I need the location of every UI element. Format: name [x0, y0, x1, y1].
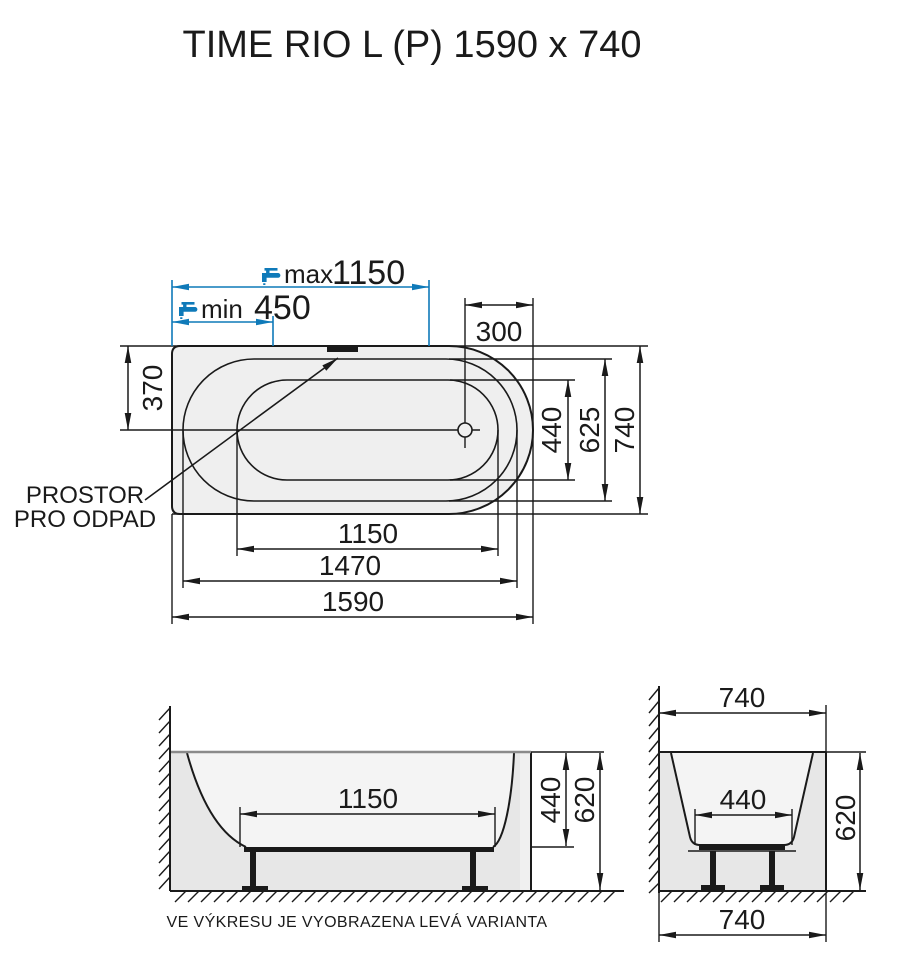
front-dimension-lines — [240, 753, 604, 890]
dim-overall-width-plan: 740 — [609, 407, 640, 454]
tub-basin-left-curve — [186, 752, 247, 848]
foot-left-side — [701, 885, 725, 891]
leg-left-side — [710, 851, 716, 885]
tub-rim-edge-front — [520, 753, 531, 890]
dim-inner-length-plan: 1470 — [319, 550, 381, 581]
faucet-icon-max — [262, 268, 281, 285]
dim-overall-width-bottom-side: 740 — [719, 904, 766, 935]
wall-hatch-front — [158, 707, 171, 890]
leg-left-front — [250, 852, 256, 886]
dim-height-front: 620 — [569, 777, 600, 824]
page-title: TIME RIO L (P) 1590 x 740 — [183, 24, 642, 66]
plan-extension-lines — [120, 298, 648, 624]
faucet-min-label: min — [201, 294, 243, 324]
foot-right-side — [760, 885, 784, 891]
waste-space-block — [327, 346, 358, 352]
floor-hatch-front — [174, 890, 616, 903]
dim-basin-length-front: 1150 — [338, 783, 398, 814]
tub-basin-front — [187, 753, 514, 847]
dim-depth-front: 440 — [535, 777, 566, 824]
dim-overall-length-plan: 1590 — [322, 586, 384, 617]
plan-view: PROSTOR PRO ODPAD 300 370 440 625 740 11… — [14, 254, 648, 624]
dim-inner-width-plan: 625 — [574, 407, 605, 454]
leg-right-front — [470, 852, 476, 886]
dim-drain-offset: 300 — [476, 316, 523, 347]
front-view: 1150 440 620 — [158, 706, 624, 903]
faucet-max-value: 1150 — [332, 254, 405, 292]
waste-label-line1: PROSTOR — [26, 482, 144, 509]
dim-edge-to-center: 370 — [137, 365, 168, 412]
faucet-dimension-lines — [171, 280, 430, 346]
faucet-min-value: 450 — [254, 289, 311, 327]
dim-height-side: 620 — [830, 795, 861, 842]
side-dimension-lines — [659, 709, 864, 939]
dim-basin-length-plan: 1150 — [338, 518, 398, 549]
foot-right-front — [462, 886, 488, 891]
faucet-max-label: max — [284, 259, 333, 289]
support-frame-front — [244, 847, 494, 852]
side-view: 740 440 620 740 — [648, 682, 866, 942]
wall-hatch-side — [648, 687, 660, 894]
waste-leader-arrow — [144, 357, 339, 501]
dim-overall-width-top-side: 740 — [719, 682, 766, 713]
waste-label-line2: PRO ODPAD — [14, 506, 156, 533]
faucet-icon-min — [179, 302, 198, 319]
drain-icon — [457, 422, 473, 438]
tub-basin-right-curve — [492, 752, 515, 848]
support-frame-side — [699, 845, 785, 850]
variant-caption: VE VÝKRESU JE VYOBRAZENA LEVÁ VARIANTA — [167, 912, 548, 931]
floor-hatch-side — [660, 890, 855, 903]
dim-basin-width-side: 440 — [720, 784, 767, 815]
leg-right-side — [769, 851, 775, 885]
foot-left-front — [242, 886, 268, 891]
tub-basin-side — [671, 753, 813, 845]
dim-basin-width-plan: 440 — [536, 407, 567, 454]
plan-dimension-lines — [124, 301, 644, 621]
